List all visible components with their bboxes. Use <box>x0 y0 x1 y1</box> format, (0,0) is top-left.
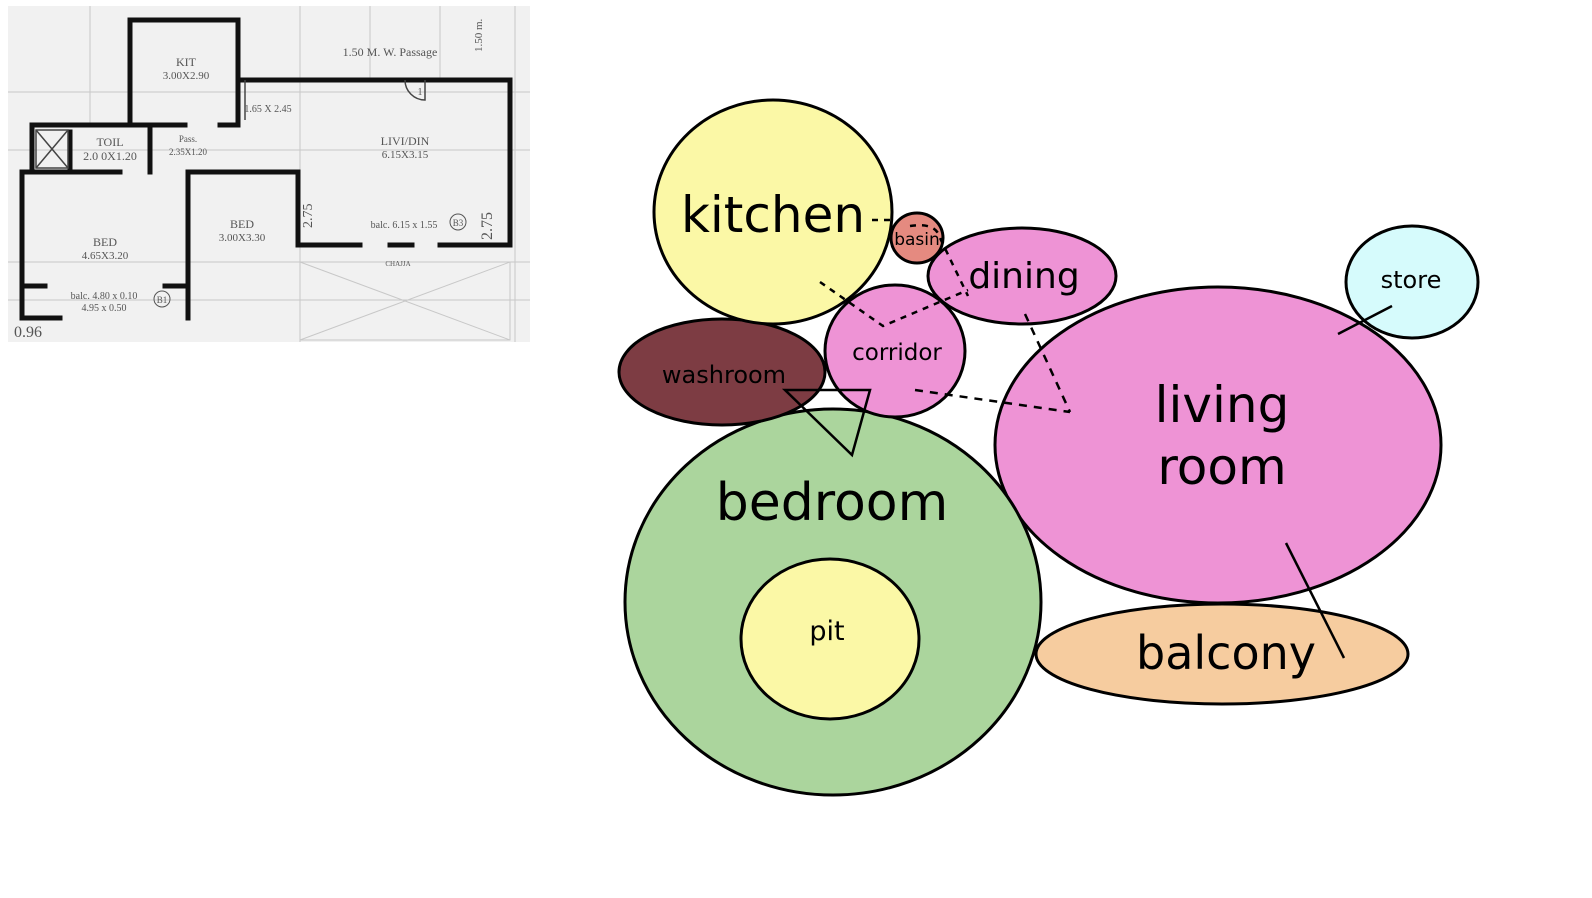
plan-label-balc2: balc. 6.15 x 1.55 <box>371 220 438 231</box>
plan-label-toilet: TOIL <box>96 135 123 149</box>
label-washroom: washroom <box>662 361 786 389</box>
plan-label-chajja: CHAJJA <box>385 260 410 268</box>
label-store: store <box>1381 266 1442 294</box>
plan-label-pass: Pass. <box>179 134 197 144</box>
bubble-balcony <box>1034 602 1410 706</box>
plan-label-bed1-dim: 4.65X3.20 <box>82 250 129 262</box>
label-basin: basin <box>894 230 940 250</box>
link-corridor-living <box>914 388 1071 414</box>
label-balcony: balcony <box>1136 626 1316 680</box>
plan-label-balc1-dim: 4.95 x 0.50 <box>82 303 127 314</box>
plan-label-balc1: balc. 4.80 x 0.10 <box>71 291 138 302</box>
plan-label-passage-side: 1.50 m. <box>473 18 485 52</box>
label-pit: pit <box>809 616 844 647</box>
link-washroom-bedroom <box>781 388 872 458</box>
connection-lines <box>781 218 1393 659</box>
label-living-line2: room <box>1157 438 1286 496</box>
link-kitchen-corridor <box>819 280 969 328</box>
bubble-washroom <box>617 317 827 427</box>
label-bedroom: bedroom <box>716 473 949 533</box>
plan-label-bed2: BED <box>230 217 254 231</box>
label-kitchen: kitchen <box>681 186 865 244</box>
plan-label-living-dim: 6.15X3.15 <box>382 149 429 161</box>
plan-label-bed2-dim: 3.00X3.30 <box>219 232 266 244</box>
bubble-store <box>1344 224 1480 340</box>
link-living-balcony <box>1284 542 1346 659</box>
bubble-kitchen <box>652 98 894 326</box>
plan-label-kit: KIT <box>176 55 197 69</box>
link-store-living <box>1337 304 1393 336</box>
plan-label-door1: 1 <box>418 87 423 98</box>
link-basin-dining <box>909 224 970 297</box>
label-living-line1: living <box>1155 376 1290 434</box>
floor-plan-thin-walls <box>35 79 426 169</box>
plan-label-edge-096: 0.96 <box>14 324 42 341</box>
plan-marker-b1 <box>153 290 171 308</box>
plan-marker-b3 <box>449 213 467 231</box>
plan-label-passage: 1.50 M. W. Passage <box>343 45 438 59</box>
plan-label-kit-dim: 3.00X2.90 <box>163 70 210 82</box>
plan-label-living: LIVI/DIN <box>381 134 430 148</box>
bubble-dining <box>926 226 1118 326</box>
plan-label-toilet-dim: 2.0 0X1.20 <box>83 149 137 163</box>
floor-plan-construction-lines <box>8 6 530 342</box>
plan-label-side-275b: 2.75 <box>479 212 496 240</box>
plan-label-bed1: BED <box>93 235 117 249</box>
plan-label-pass-dim: 2.35X1.20 <box>169 147 207 157</box>
label-dining: dining <box>968 256 1079 297</box>
plan-label-side-275a: 2.75 <box>301 204 316 229</box>
floor-plan-sketch: KIT 3.00X2.90 1.50 M. W. Passage 1.50 m.… <box>8 6 530 342</box>
bubble-pit <box>739 557 921 721</box>
floor-plan-walls <box>19 17 513 321</box>
link-dining-living <box>1023 313 1072 413</box>
bubble-corridor <box>823 283 967 419</box>
plan-label-b1: B1 <box>157 295 168 305</box>
plan-label-b3: B3 <box>453 218 464 228</box>
label-corridor: corridor <box>852 340 942 366</box>
plan-label-passage-dim: 1.65 X 2.45 <box>244 104 291 115</box>
bubble-basin <box>889 211 945 265</box>
